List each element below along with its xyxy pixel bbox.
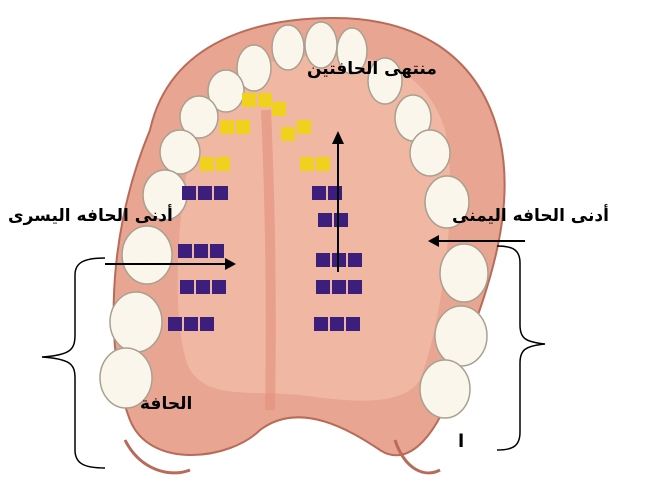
yellow-square-10 (300, 157, 314, 171)
purple-square-13 (348, 253, 362, 267)
palatal-raphe (266, 110, 271, 410)
purple-square-4 (312, 186, 326, 200)
purple-square-6 (318, 213, 332, 227)
label-left-edge-bottom: أدنى الحافه اليسرى (8, 208, 173, 225)
purple-square-19 (348, 280, 362, 294)
purple-square-20 (168, 317, 182, 331)
label-edge: الحافة (140, 396, 192, 413)
yellow-square-3 (272, 102, 286, 116)
purple-square-24 (330, 317, 344, 331)
purple-square-23 (314, 317, 328, 331)
label-palate-top: منتهى الحافتين (307, 61, 437, 78)
tooth-9 (160, 130, 200, 174)
yellow-square-4 (220, 120, 234, 134)
tooth-2 (272, 25, 304, 70)
yellow-square-8 (200, 157, 214, 171)
tooth-15 (110, 292, 162, 352)
yellow-square-1 (242, 93, 256, 107)
purple-square-1 (182, 186, 196, 200)
left-brace (42, 258, 105, 468)
yellow-square-2 (258, 93, 272, 107)
tooth-10 (410, 130, 450, 176)
yellow-square-5 (236, 120, 250, 134)
yellow-square-6 (281, 127, 295, 141)
purple-square-14 (180, 280, 194, 294)
purple-square-22 (200, 317, 214, 331)
tooth-14 (440, 244, 488, 302)
purple-square-3 (214, 186, 228, 200)
purple-square-15 (196, 280, 210, 294)
right-brace (497, 246, 545, 450)
label-stray-mark: ا (458, 433, 464, 451)
tooth-16 (435, 306, 487, 366)
purple-square-7 (334, 213, 348, 227)
purple-square-16 (212, 280, 226, 294)
purple-square-2 (198, 186, 212, 200)
purple-square-10 (210, 244, 224, 258)
purple-square-25 (346, 317, 360, 331)
yellow-square-11 (316, 157, 330, 171)
purple-square-9 (194, 244, 208, 258)
purple-square-18 (332, 280, 346, 294)
tooth-18 (420, 360, 470, 418)
purple-square-8 (178, 244, 192, 258)
purple-square-17 (316, 280, 330, 294)
purple-square-21 (184, 317, 198, 331)
yellow-square-7 (297, 120, 311, 134)
purple-square-11 (316, 253, 330, 267)
label-right-edge-bottom: أدنى الحافه اليمنى (452, 208, 609, 225)
tooth-13 (122, 226, 172, 284)
yellow-square-9 (216, 157, 230, 171)
purple-square-5 (328, 186, 342, 200)
